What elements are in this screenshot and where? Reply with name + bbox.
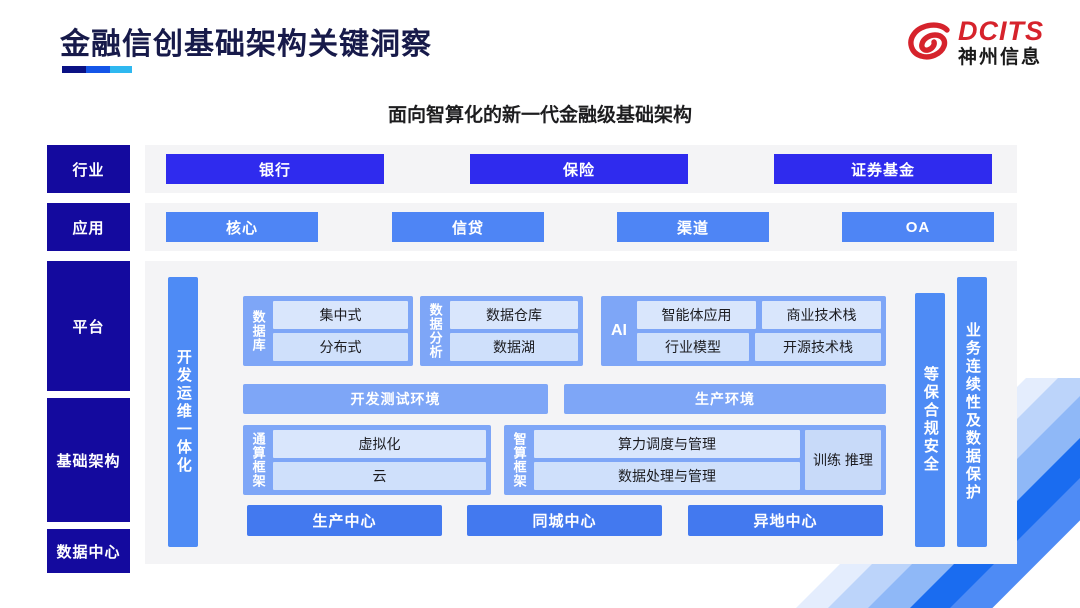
platform-group-ai: AI 智能体应用 商业技术栈 行业模型 开源技术栈 bbox=[601, 296, 886, 366]
platform-group-database: 数据库 集中式 分布式 bbox=[243, 296, 413, 366]
cell-data-processing[interactable]: 数据处理与管理 bbox=[534, 462, 800, 490]
group-caption: 数据库 bbox=[250, 310, 266, 352]
page-header: 金融信创基础架构关键洞察 DCITS 神州信息 bbox=[0, 0, 1080, 92]
stage-label-infrastructure: 基础架构 bbox=[47, 398, 130, 522]
stage-label-text: 基础架构 bbox=[56, 452, 121, 470]
datacenter-chip-production[interactable]: 生产中心 bbox=[247, 505, 442, 536]
application-chip-credit[interactable]: 信贷 bbox=[392, 212, 544, 242]
dcits-swirl-icon bbox=[907, 21, 951, 65]
devops-bar-label: 开发运维一体化 bbox=[174, 349, 192, 475]
cell-commercial-tech-stack[interactable]: 商业技术栈 bbox=[762, 301, 881, 329]
chip-label: 异地中心 bbox=[753, 513, 818, 530]
stage-label-industry: 行业 bbox=[47, 145, 130, 193]
cell-industry-model[interactable]: 行业模型 bbox=[637, 333, 749, 361]
logo-text-cn: 神州信息 bbox=[958, 47, 1043, 68]
cell-data-warehouse[interactable]: 数据仓库 bbox=[450, 301, 578, 329]
stage-label-text: 行业 bbox=[72, 161, 105, 179]
platform-group-data-analysis: 数据分析 数据仓库 数据湖 bbox=[420, 296, 583, 366]
datacenter-chip-metro[interactable]: 同城中心 bbox=[467, 505, 662, 536]
title-underline-accent bbox=[62, 66, 132, 73]
devops-vertical-bar[interactable]: 开发运维一体化 bbox=[168, 277, 198, 547]
cell-cloud[interactable]: 云 bbox=[273, 462, 486, 490]
chip-label: 生产中心 bbox=[312, 513, 377, 530]
diagram-subtitle: 面向智算化的新一代金融级基础架构 bbox=[387, 105, 692, 126]
stage-label-datacenter: 数据中心 bbox=[47, 529, 130, 573]
application-chip-core[interactable]: 核心 bbox=[166, 212, 318, 242]
infra-group-intelligent-compute: 智算框架 算力调度与管理 数据处理与管理 训练 推理 bbox=[504, 425, 886, 495]
stage-label-text: 数据中心 bbox=[56, 543, 121, 561]
chip-label: 开发测试环境 bbox=[350, 391, 441, 407]
cell-agent-application[interactable]: 智能体应用 bbox=[637, 301, 756, 329]
cell-distributed[interactable]: 分布式 bbox=[273, 333, 408, 361]
stage-label-application: 应用 bbox=[47, 203, 130, 251]
chip-label: 同城中心 bbox=[532, 513, 597, 530]
cell-compute-scheduling[interactable]: 算力调度与管理 bbox=[534, 430, 800, 458]
group-caption: 智算框架 bbox=[511, 432, 527, 488]
chip-label: OA bbox=[905, 218, 931, 236]
industry-chip-securities-fund[interactable]: 证券基金 bbox=[774, 154, 992, 184]
chip-label: 渠道 bbox=[676, 219, 709, 237]
page-title: 金融信创基础架构关键洞察 bbox=[60, 28, 432, 61]
group-caption: 通算框架 bbox=[250, 432, 266, 488]
compliance-bar-label: 等保合规安全 bbox=[921, 366, 939, 474]
group-caption: 数据分析 bbox=[427, 303, 443, 359]
stage-label-text: 应用 bbox=[72, 219, 105, 237]
group-caption: AI bbox=[611, 321, 627, 339]
cell-opensource-tech-stack[interactable]: 开源技术栈 bbox=[755, 333, 881, 361]
cell-data-lake[interactable]: 数据湖 bbox=[450, 333, 578, 361]
compliance-security-vertical-bar[interactable]: 等保合规安全 bbox=[915, 293, 945, 547]
environment-bar-dev-test[interactable]: 开发测试环境 bbox=[243, 384, 548, 414]
industry-chip-bank[interactable]: 银行 bbox=[166, 154, 384, 184]
environment-bar-production[interactable]: 生产环境 bbox=[564, 384, 886, 414]
stage-label-text: 平台 bbox=[72, 318, 105, 336]
cell-centralized[interactable]: 集中式 bbox=[273, 301, 408, 329]
business-continuity-vertical-bar[interactable]: 业务连续性及数据保护 bbox=[957, 277, 987, 547]
brand-logo: DCITS 神州信息 bbox=[907, 18, 1044, 67]
chip-label: 生产环境 bbox=[695, 391, 755, 407]
infra-group-general-compute: 通算框架 虚拟化 云 bbox=[243, 425, 491, 495]
logo-text-en: DCITS bbox=[958, 16, 1044, 46]
industry-chip-insurance[interactable]: 保险 bbox=[470, 154, 688, 184]
chip-label: 证券基金 bbox=[850, 161, 915, 179]
continuity-bar-label: 业务连续性及数据保护 bbox=[963, 322, 981, 502]
chip-label: 信贷 bbox=[451, 219, 484, 237]
stage-label-platform: 平台 bbox=[47, 261, 130, 391]
chip-label: 核心 bbox=[225, 219, 258, 237]
application-chip-channel[interactable]: 渠道 bbox=[617, 212, 769, 242]
chip-label: 银行 bbox=[258, 161, 291, 179]
datacenter-chip-remote[interactable]: 异地中心 bbox=[688, 505, 883, 536]
cell-train-inference[interactable]: 训练 推理 bbox=[805, 430, 881, 490]
application-chip-oa[interactable]: OA bbox=[842, 212, 994, 242]
cell-virtualization[interactable]: 虚拟化 bbox=[273, 430, 486, 458]
chip-label: 保险 bbox=[562, 161, 595, 179]
